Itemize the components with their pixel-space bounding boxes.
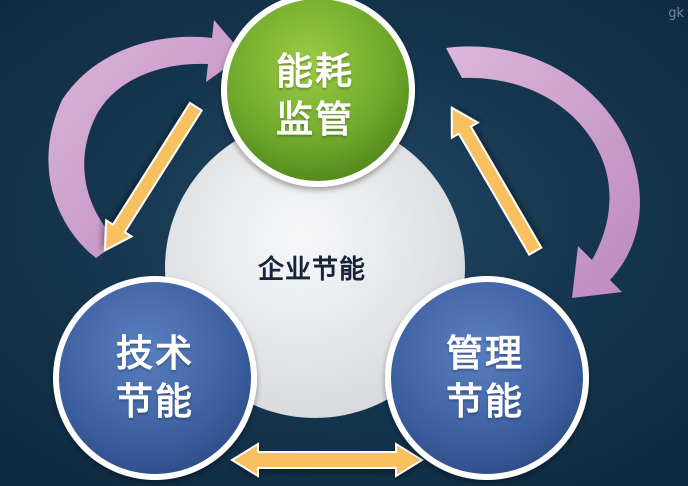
watermark: gk <box>668 6 684 21</box>
node-right-fill <box>391 282 583 474</box>
node-left-line1: 技术 <box>116 332 194 375</box>
yellow-double-arrow-bottom <box>230 442 424 478</box>
node-right-label: 管理 节能 <box>420 330 550 426</box>
yellow-arrow-top-to-left <box>103 101 204 253</box>
center-label: 企业节能 <box>257 255 366 285</box>
pink-curved-arrow-left <box>48 20 244 258</box>
node-left-fill <box>59 282 251 474</box>
node-right-line2: 节能 <box>446 380 524 423</box>
node-left-label: 技术 节能 <box>90 330 220 426</box>
node-top-fill <box>227 0 409 181</box>
node-top-label: 能耗 监管 <box>250 48 380 144</box>
pink-curved-arrow-right <box>446 46 640 299</box>
node-top-line1: 能耗 <box>276 50 354 93</box>
node-top-line2: 监管 <box>276 98 354 141</box>
node-left-line2: 节能 <box>116 380 194 423</box>
node-right-line1: 管理 <box>446 332 524 375</box>
yellow-arrow-right-to-top <box>450 105 543 257</box>
